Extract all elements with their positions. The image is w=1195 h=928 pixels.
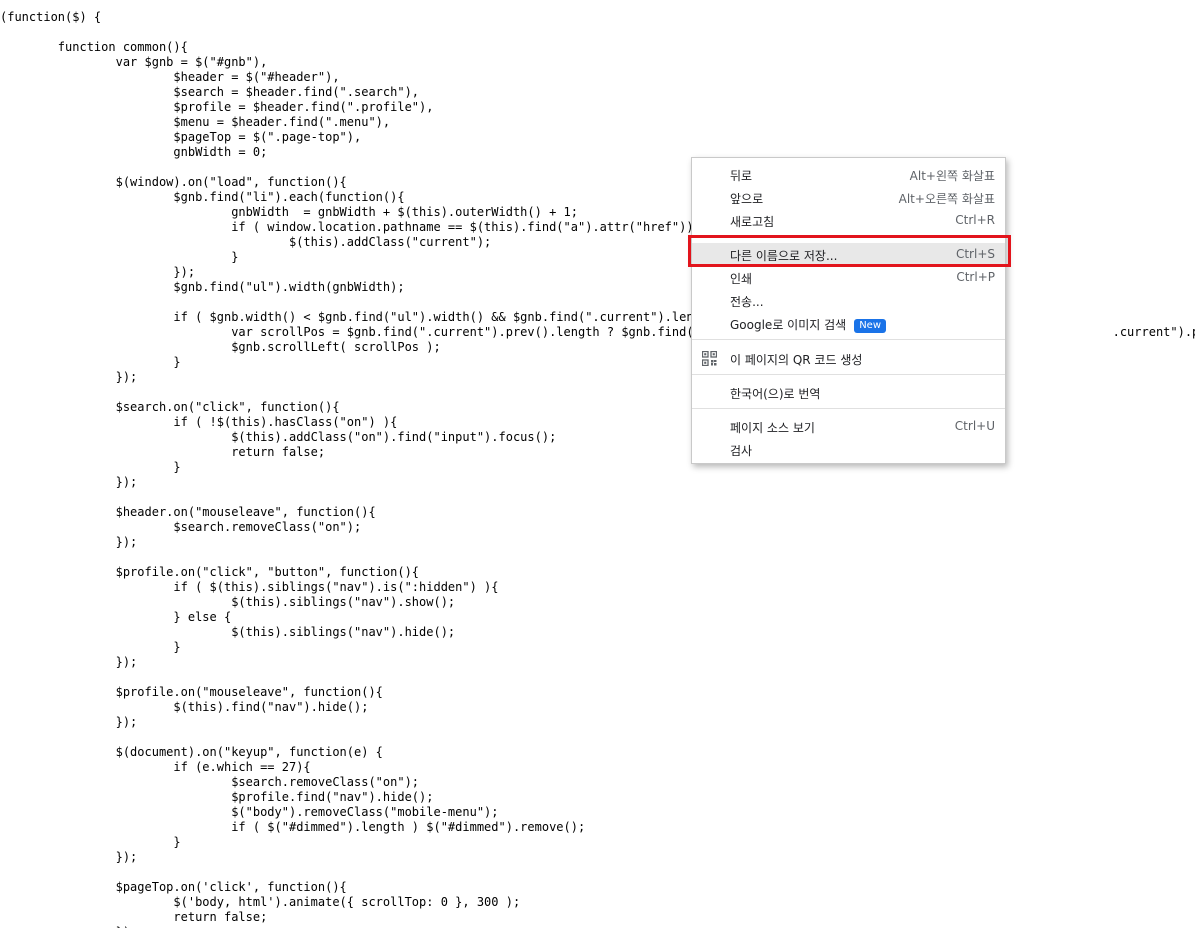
menu-separator	[692, 339, 1005, 340]
menu-item-cast[interactable]: 전송...	[692, 289, 1005, 312]
menu-separator	[692, 236, 1005, 237]
menu-item-label: Google로 이미지 검색	[730, 318, 847, 332]
menu-item-label: 이 페이지의 QR 코드 생성	[730, 353, 863, 367]
context-menu: 뒤로 Alt+왼쪽 화살표 앞으로 Alt+오른쪽 화살표 새로고침 Ctrl+…	[691, 157, 1006, 464]
source-code: (function($) { function common(){ var $g…	[0, 10, 1195, 928]
menu-item-label: 검사	[730, 444, 753, 458]
menu-item-label: 다른 이름으로 저장...	[730, 249, 838, 263]
menu-item-save-as[interactable]: 다른 이름으로 저장... Ctrl+S	[692, 243, 1005, 266]
menu-separator	[692, 408, 1005, 409]
menu-item-inspect[interactable]: 검사	[692, 438, 1005, 461]
menu-item-label: 페이지 소스 보기	[730, 421, 815, 435]
menu-item-forward[interactable]: 앞으로 Alt+오른쪽 화살표	[692, 186, 1005, 209]
new-badge: New	[854, 319, 886, 333]
menu-item-google-image-search[interactable]: Google로 이미지 검색 New	[692, 312, 1005, 335]
menu-item-shortcut: Ctrl+R	[955, 213, 995, 227]
menu-item-back[interactable]: 뒤로 Alt+왼쪽 화살표	[692, 163, 1005, 186]
qr-code-icon	[702, 351, 717, 366]
menu-item-print[interactable]: 인쇄 Ctrl+P	[692, 266, 1005, 289]
menu-item-shortcut: Ctrl+P	[956, 270, 995, 284]
menu-item-view-source[interactable]: 페이지 소스 보기 Ctrl+U	[692, 415, 1005, 438]
menu-item-label: 뒤로	[730, 169, 753, 183]
menu-item-shortcut: Alt+왼쪽 화살표	[909, 169, 995, 183]
menu-item-reload[interactable]: 새로고침 Ctrl+R	[692, 209, 1005, 232]
menu-item-translate[interactable]: 한국어(으)로 번역	[692, 381, 1005, 404]
menu-item-shortcut: Alt+오른쪽 화살표	[898, 192, 995, 206]
menu-item-label: 한국어(으)로 번역	[730, 387, 821, 401]
menu-item-label: 전송...	[730, 295, 764, 309]
menu-item-shortcut: Ctrl+S	[955, 247, 995, 261]
menu-item-label: 새로고침	[730, 215, 775, 229]
menu-item-label: 인쇄	[730, 272, 753, 286]
menu-item-label-wrap: Google로 이미지 검색 New	[730, 316, 886, 333]
menu-separator	[692, 374, 1005, 375]
menu-item-qr-code[interactable]: 이 페이지의 QR 코드 생성	[692, 347, 1005, 370]
menu-item-shortcut: Ctrl+U	[954, 419, 995, 433]
menu-item-label: 앞으로	[730, 192, 764, 206]
